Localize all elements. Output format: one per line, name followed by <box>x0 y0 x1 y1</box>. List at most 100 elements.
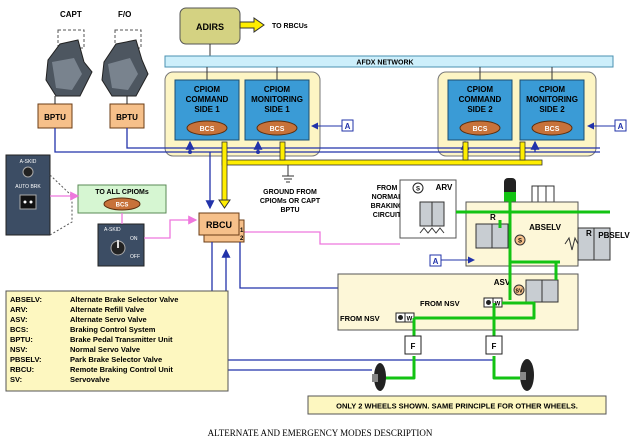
svg-text:A-SKID: A-SKID <box>20 159 37 165</box>
rbcu-unit: RBCU 1 2 <box>198 212 245 243</box>
adirs-label: ADIRS <box>196 22 224 32</box>
afdx-network-label: AFDX NETWORK <box>356 60 413 67</box>
svg-text:CPIOM: CPIOM <box>467 85 494 94</box>
hydraulic-lines <box>384 200 610 380</box>
to-all-cpioms-label: TO ALL CPIOMs <box>95 189 149 196</box>
legend-desc: Alternate Servo Valve <box>70 315 147 324</box>
legend-desc: Braking Control System <box>70 325 156 334</box>
to-rbcus-label: TO RBCUs <box>272 23 308 30</box>
a-skid-signal-lines <box>50 191 400 245</box>
pbselv-valve: R <box>564 227 611 261</box>
accumulator <box>504 178 516 202</box>
svg-text:BCS: BCS <box>116 203 129 209</box>
bptu-fo-label: BPTU <box>116 113 138 122</box>
svg-text:SIDE 2: SIDE 2 <box>467 105 493 114</box>
cpiom-monitoring-side2: CPIOM MONITORING SIDE 2 BCS <box>519 79 585 141</box>
svg-text:CPIOM: CPIOM <box>539 85 566 94</box>
svg-text:A-SKID: A-SKID <box>104 227 121 233</box>
svg-text:1: 1 <box>240 228 244 234</box>
from-nsv-label-1: FROM NSV <box>420 299 460 308</box>
legend-abbr: RBCU: <box>10 365 34 374</box>
abselv-valve: S R <box>475 213 526 249</box>
svg-text:A: A <box>433 257 439 266</box>
legend-abbr: BPTU: <box>10 335 33 344</box>
svg-text:SV: SV <box>515 289 523 295</box>
svg-text:OFF: OFF <box>130 254 140 260</box>
pbselv-label: PBSELV <box>598 231 630 240</box>
from-normal-1: FROM <box>377 185 398 192</box>
wheel-right <box>520 359 534 391</box>
legend-desc: Park Brake Selector Valve <box>70 355 162 364</box>
figure-caption: ALTERNATE AND EMERGENCY MODES DESCRIPTIO… <box>208 428 433 438</box>
yellow-discrete-bus <box>221 141 543 201</box>
nsv-junction-1: W <box>483 297 503 308</box>
note-text: ONLY 2 WHEELS SHOWN. SAME PRINCIPLE FOR … <box>336 402 578 411</box>
ground-symbol <box>282 165 294 183</box>
legend-abbr: BCS: <box>10 325 28 334</box>
svg-text:SIDE 1: SIDE 1 <box>194 105 220 114</box>
svg-text:F: F <box>411 342 416 351</box>
bptu-capt-label: BPTU <box>44 113 66 122</box>
legend-abbr: PBSELV: <box>10 355 42 364</box>
panel-zoom-lines <box>49 174 73 236</box>
capt-brake-pedal <box>45 29 93 97</box>
legend-abbr: ASV: <box>10 315 28 324</box>
legend-abbr: ABSELV: <box>10 295 42 304</box>
svg-text:BCS: BCS <box>200 126 215 133</box>
legend-desc: Alternate Brake Selector Valve <box>70 295 178 304</box>
svg-text:COMMAND: COMMAND <box>186 95 229 104</box>
legend: ABSELV: Alternate Brake Selector Valve AR… <box>10 295 178 384</box>
afdx-drops <box>206 67 553 80</box>
adirs-to-rbcu-arrow <box>239 17 265 33</box>
legend-box <box>5 290 229 392</box>
svg-text:CPIOM: CPIOM <box>264 85 291 94</box>
svg-text:SIDE 2: SIDE 2 <box>539 105 565 114</box>
legend-desc: Alternate Refill Valve <box>70 305 144 314</box>
asv-label: ASV <box>494 278 511 287</box>
legend-abbr: NSV: <box>10 345 28 354</box>
svg-text:F: F <box>492 342 497 351</box>
cpiom-monitoring-side1: CPIOM MONITORING SIDE 1 BCS <box>244 79 310 141</box>
bptu-signal-lines <box>54 128 600 210</box>
arv-valve: S <box>399 179 457 239</box>
svg-text:CPIOM: CPIOM <box>194 85 221 94</box>
svg-text:A: A <box>618 122 624 131</box>
svg-text:MONITORING: MONITORING <box>251 95 303 104</box>
svg-text:W: W <box>407 317 413 323</box>
ground-label-3: BPTU <box>280 207 299 214</box>
nsv-junction-2: W <box>395 312 415 323</box>
asv-valve: SV <box>513 279 559 303</box>
svg-text:A: A <box>345 122 351 131</box>
svg-text:W: W <box>495 302 501 308</box>
svg-text:ON: ON <box>130 236 138 242</box>
svg-text:BCS: BCS <box>473 126 488 133</box>
svg-text:MONITORING: MONITORING <box>526 95 578 104</box>
cpiom-command-side1: CPIOM COMMAND SIDE 1 BCS <box>174 79 240 141</box>
bcs-ellipse-to-all <box>103 197 141 211</box>
ground-label-2: CPIOMs OR CAPT <box>260 198 321 205</box>
svg-text:AUTO BRK: AUTO BRK <box>15 184 41 190</box>
svg-text:S: S <box>518 239 522 245</box>
a-skid-switch: A-SKID ON OFF <box>97 223 145 267</box>
legend-abbr: ARV: <box>10 305 28 314</box>
bptu-capt <box>37 103 73 129</box>
svg-text:RBCU: RBCU <box>206 220 232 230</box>
svg-text:R: R <box>490 213 496 222</box>
from-normal-3: BRAKING <box>371 203 404 210</box>
legend-abbr: SV: <box>10 375 22 384</box>
from-normal-2: NORMAL <box>372 194 403 201</box>
fuse-left <box>404 335 422 355</box>
svg-text:BCS: BCS <box>270 126 285 133</box>
capt-label: CAPT <box>60 10 82 19</box>
svg-text:COMMAND: COMMAND <box>459 95 502 104</box>
legend-desc: Remote Braking Control Unit <box>70 365 173 374</box>
legend-desc: Servovalve <box>70 375 110 384</box>
cpiom-command-side2: CPIOM COMMAND SIDE 2 BCS <box>447 79 513 141</box>
note-box <box>307 395 607 415</box>
wheel-left <box>372 363 386 391</box>
arv-label: ARV <box>436 183 453 192</box>
legend-desc: Normal Servo Valve <box>70 345 140 354</box>
legend-desc: Brake Pedal Transmitter Unit <box>70 335 173 344</box>
fo-label: F/O <box>118 10 131 19</box>
